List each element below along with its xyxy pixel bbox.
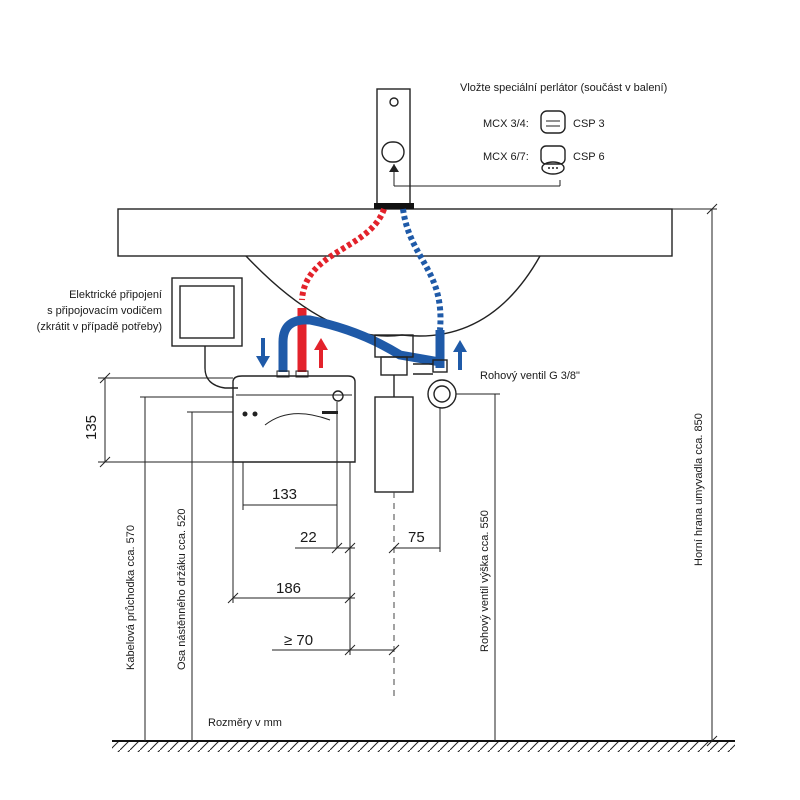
angle-valve-label: Rohový ventil G 3/8"	[480, 370, 580, 382]
water-heater	[232, 370, 356, 463]
dim-186: 186	[276, 580, 301, 597]
csp6-label: CSP 6	[573, 151, 605, 163]
dim-75: 75	[408, 529, 425, 546]
dim-70: ≥ 70	[284, 632, 313, 649]
hot-hose	[299, 207, 387, 301]
mcx67-label: MCX 6/7:	[483, 151, 529, 163]
angle-valve	[413, 359, 457, 409]
aerator-csp6-icon	[540, 145, 566, 175]
dim-135: 135	[83, 415, 100, 440]
cold-hose	[400, 208, 444, 331]
dim-22: 22	[300, 529, 317, 546]
electric-label-1: Elektrické připojení	[69, 289, 162, 301]
washbasin	[117, 208, 673, 337]
cable-height-label: Kabelová průchodka cca. 570	[125, 525, 137, 670]
dims-unit-label: Rozměry v mm	[208, 717, 282, 729]
hot-up-arrow-icon	[314, 338, 328, 368]
cold-pipe	[278, 315, 441, 372]
cold-up-arrow-icon	[453, 340, 467, 370]
csp3-label: CSP 3	[573, 118, 605, 130]
electric-label-3: (zkrátit v případě potřeby)	[37, 321, 162, 333]
faucet	[374, 88, 561, 209]
drain-siphon	[374, 334, 414, 700]
dimension-lines	[98, 203, 718, 747]
dim-133: 133	[272, 486, 297, 503]
aerator-note: Vložte speciální perlátor (součást v bal…	[460, 82, 667, 94]
floor	[112, 740, 735, 752]
aerator-csp3-icon	[540, 110, 566, 134]
mcx34-label: MCX 3/4:	[483, 118, 529, 130]
valve-height-label: Rohový ventil výška cca. 550	[479, 510, 491, 652]
bracket-axis-label: Osa nástěnného držáku cca. 520	[176, 509, 188, 670]
electrical-box	[171, 277, 243, 389]
basin-top-label: Horní hrana umyvadla cca. 850	[693, 413, 705, 566]
electric-label-2: s připojovacím vodičem	[47, 305, 162, 317]
cold-down-arrow-icon	[256, 338, 270, 368]
